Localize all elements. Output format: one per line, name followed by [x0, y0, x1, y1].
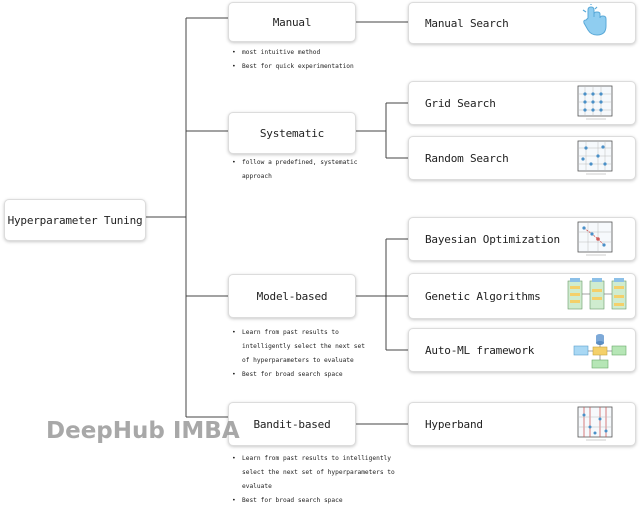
root-node: Hyperparameter Tuning [4, 199, 146, 241]
note-item: follow a predefined, systematic approach [232, 156, 382, 184]
category-label: Model-based [256, 289, 328, 303]
hand-tap-icon [582, 4, 607, 36]
note-item: Learn from past results to intelligently… [232, 326, 374, 368]
note-item: most intuitive method [232, 46, 382, 60]
method-label: Auto-ML framework [425, 343, 535, 357]
watermark: DeepHub IMBA [46, 418, 240, 444]
category-label: Bandit-based [253, 417, 331, 431]
method-label: Grid Search [425, 96, 496, 110]
category-systematic: Systematic [228, 112, 356, 154]
category-model-based: Model-based [228, 274, 356, 318]
note-item: Learn from past results to intelligently… [232, 452, 402, 494]
category-bandit-based: Bandit-based [228, 402, 356, 446]
note-item: Best for broad search space [232, 368, 374, 382]
method-label: Random Search [425, 151, 509, 165]
bandit-based-notes: Learn from past results to intelligently… [232, 452, 402, 508]
method-label: Manual Search [425, 16, 509, 30]
systematic-notes: follow a predefined, systematic approach [232, 156, 382, 184]
category-manual: Manual [228, 2, 356, 42]
automl-flow-icon [573, 334, 627, 369]
category-label: Manual [272, 15, 312, 29]
connector-lines [146, 17, 408, 425]
genetic-algorithm-icon [567, 278, 627, 310]
note-item: Best for quick experimentation [232, 60, 382, 74]
grid-search-plot-icon [577, 85, 613, 120]
manual-notes: most intuitive method Best for quick exp… [232, 46, 382, 74]
random-search-plot-icon [577, 140, 613, 175]
method-label: Hyperband [425, 417, 483, 431]
method-label: Bayesian Optimization [425, 232, 560, 246]
root-label: Hyperparameter Tuning [7, 213, 143, 227]
bayesian-plot-icon [577, 221, 613, 256]
note-item: Best for broad search space [232, 494, 402, 508]
hyperband-plot-icon [577, 406, 613, 441]
method-label: Genetic Algorithms [425, 289, 541, 303]
model-based-notes: Learn from past results to intelligently… [232, 326, 374, 382]
category-label: Systematic [259, 126, 325, 140]
